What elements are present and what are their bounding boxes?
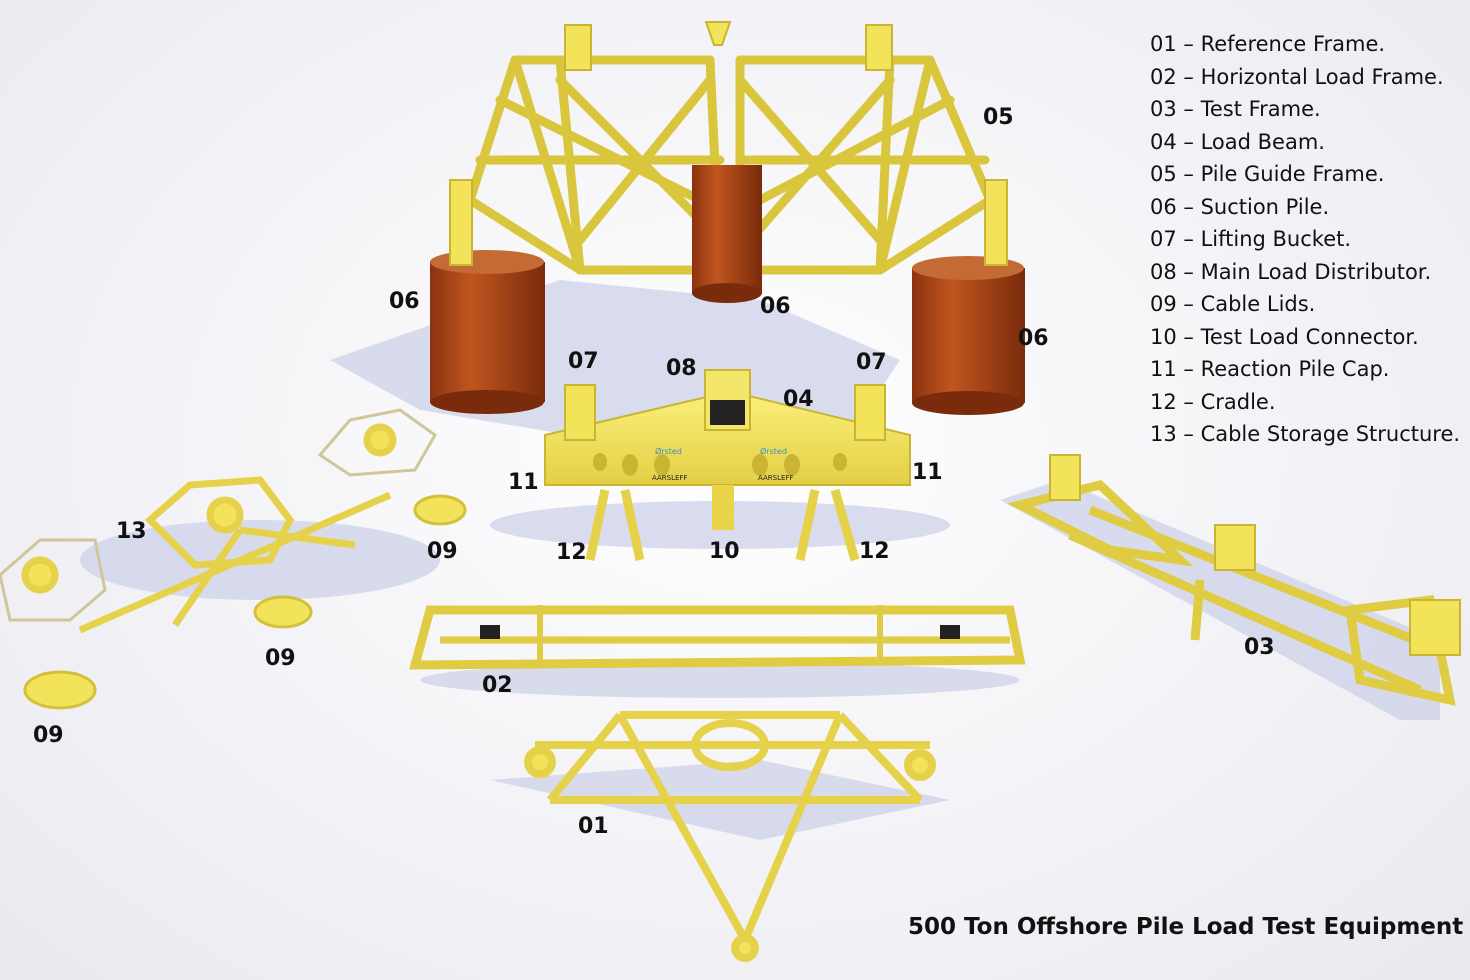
callout-12-right: 12 [859, 539, 890, 564]
callout-13: 13 [116, 519, 147, 544]
cable-storage-structure [0, 408, 437, 634]
callout-09-middle: 09 [265, 646, 296, 671]
legend-item: 03 – Test Frame. [1150, 97, 1321, 121]
cradles [585, 488, 860, 562]
callout-08: 08 [666, 356, 697, 381]
callout-06-center: 06 [760, 294, 791, 319]
callout-02: 02 [482, 673, 513, 698]
load-beam-brand-right: Ørsted [760, 447, 787, 456]
legend-item: 02 – Horizontal Load Frame. [1150, 64, 1444, 89]
callout-04: 04 [783, 387, 814, 412]
legend-item: 07 – Lifting Bucket. [1150, 227, 1352, 251]
suction-pile-right [912, 256, 1025, 415]
load-beam-aarsleff-left: AARSLEFF [652, 474, 688, 482]
legend-item: 08 – Main Load Distributor. [1150, 259, 1432, 284]
callout-06-left: 06 [389, 289, 420, 314]
load-beam-brand-left: Ørsted [655, 447, 682, 456]
callout-12-left: 12 [556, 540, 587, 565]
callout-06-right: 06 [1018, 326, 1049, 351]
callout-11-right: 11 [912, 460, 943, 485]
legend-item: 04 – Load Beam. [1150, 129, 1325, 154]
callout-03: 03 [1244, 635, 1275, 660]
reference-frame [524, 711, 936, 962]
suction-pile-center [692, 165, 762, 303]
legend-item: 12 – Cradle. [1150, 389, 1276, 414]
legend-item: 01 – Reference Frame. [1150, 32, 1386, 56]
test-frame [1007, 454, 1461, 706]
legend-item: 06 – Suction Pile. [1150, 194, 1330, 219]
load-beam [544, 369, 911, 530]
load-beam-aarsleff-right: AARSLEFF [758, 474, 794, 482]
callout-01: 01 [578, 814, 609, 839]
horizontal-load-frame [409, 605, 1026, 670]
suction-pile-left [430, 250, 545, 414]
legend-item: 10 – Test Load Connector. [1150, 324, 1419, 349]
callout-05: 05 [983, 105, 1014, 130]
callout-09-upper: 09 [427, 539, 458, 564]
legend-item: 09 – Cable Lids. [1150, 292, 1316, 316]
cable-lids [23, 494, 467, 710]
callout-09-lower: 09 [33, 723, 64, 748]
callout-11-left: 11 [508, 470, 539, 495]
callout-07-right: 07 [856, 350, 887, 375]
legend-item: 05 – Pile Guide Frame. [1150, 162, 1385, 186]
guide-cones [449, 21, 1008, 266]
callout-10: 10 [709, 539, 740, 564]
diagram-caption: 500 Ton Offshore Pile Load Test Equipmen… [908, 914, 1464, 940]
legend-item: 13 – Cable Storage Structure. [1150, 422, 1461, 446]
legend-item: 11 – Reaction Pile Cap. [1150, 357, 1390, 381]
legend: 01 – Reference Frame. 02 – Horizontal Lo… [1150, 28, 1460, 451]
callout-07-left: 07 [568, 349, 599, 374]
